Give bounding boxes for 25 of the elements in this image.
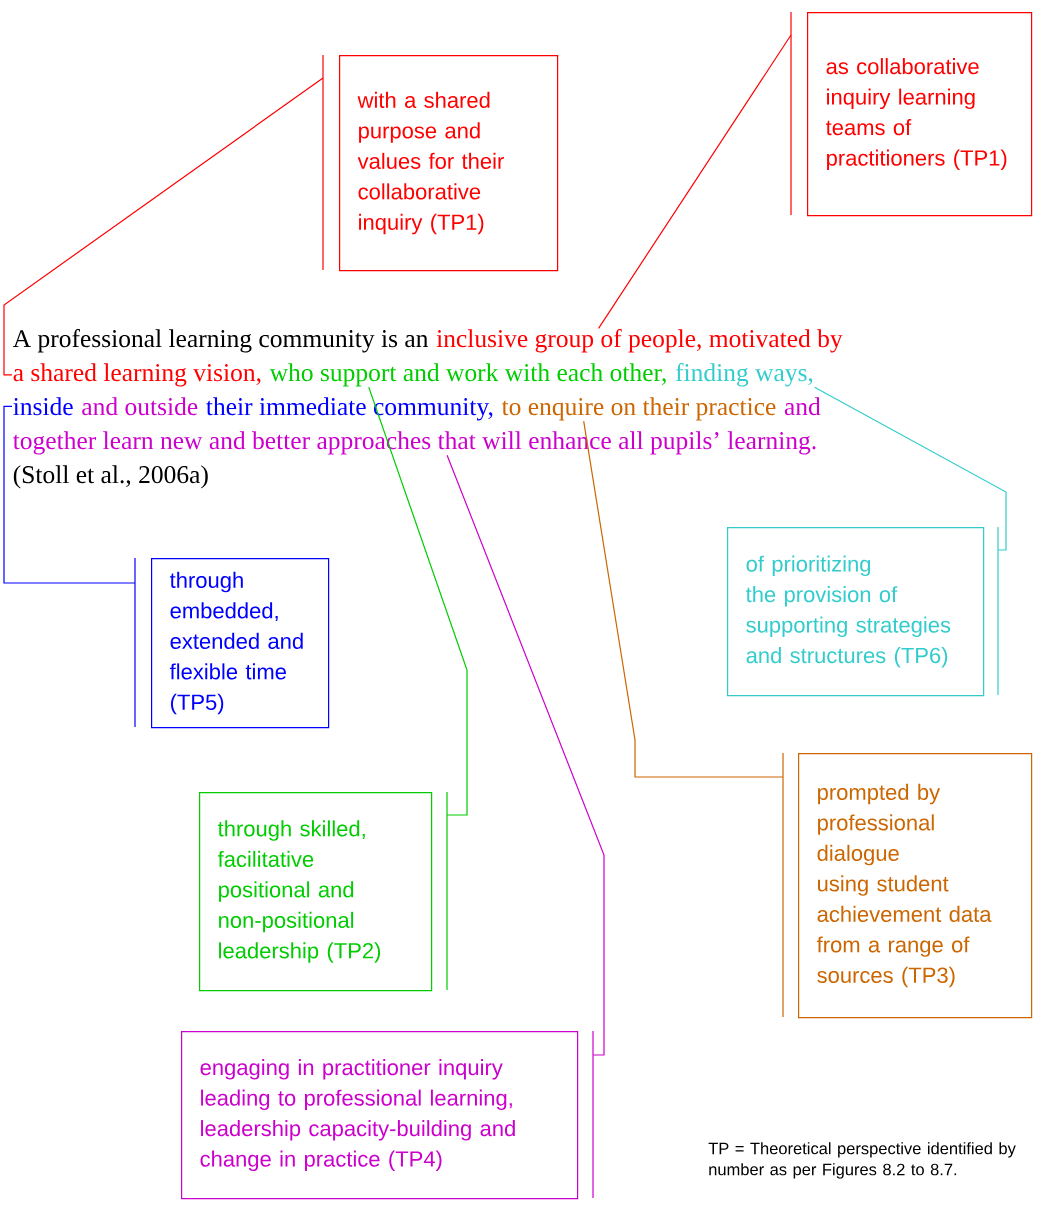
quote-phrase: inclusive group of people, motivated by	[436, 329, 843, 353]
quote-phrase: and outside	[82, 397, 198, 416]
leader-line	[3, 77, 324, 376]
callout-box: with a shared purpose and values for their collaborative inquiry (TP1)	[339, 55, 559, 272]
quote-phrase: who support and work with each other,	[269, 363, 666, 387]
callout-box: through embedded, extended and flexible time (TP5)	[151, 558, 330, 729]
callout-box: as collaborative inquiry learning teams of practitioners (TP1)	[807, 12, 1033, 217]
footnote: TP = Theoretical perspective identified by number as per Figures 8.2 to 8.7.	[708, 1142, 1016, 1179]
callout-box: prompted by professional dialogue using student achievement data from a range of sources (TP3)	[798, 753, 1033, 1019]
leader-line	[813, 386, 1007, 551]
quote-phrase: finding ways,	[675, 363, 813, 387]
quote-phrase: to enquire on their practice	[501, 397, 776, 421]
leader-line	[446, 454, 605, 1056]
quote-phrase: and	[784, 397, 821, 416]
callout-box: of prioritizing the provision of supporting strategies and structures (TP6)	[727, 527, 985, 697]
quote-phrase: a shared learning vision,	[13, 363, 261, 387]
quote-phrase: A professional learning community is an	[12, 329, 429, 353]
leader-line	[597, 34, 792, 329]
leader-line	[583, 420, 784, 778]
callout-box: engaging in practitioner inquiry leading to professional learning, leadership capacity-building and change in practice (TP4)	[181, 1031, 579, 1200]
quote-phrase: inside	[13, 397, 73, 416]
callout-box: through skilled, facilitative positional and non-positional leadership (TP2)	[199, 792, 433, 992]
leader-line	[3, 405, 136, 584]
leader-line	[368, 386, 468, 816]
citation: (Stoll et al., 2006a)	[13, 465, 208, 489]
